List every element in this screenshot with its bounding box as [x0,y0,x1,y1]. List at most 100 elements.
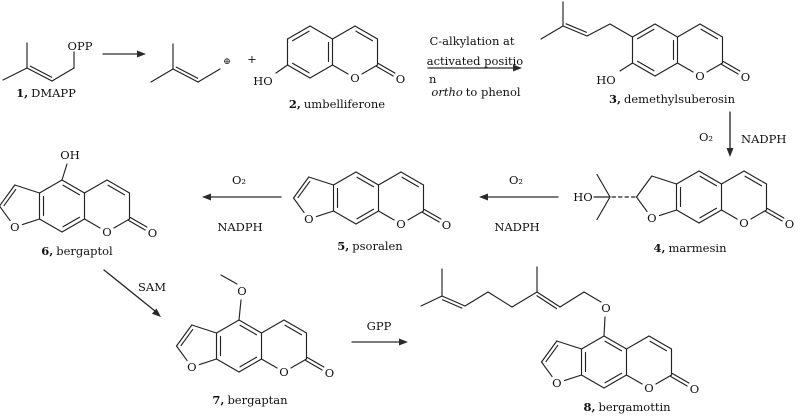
bond [743,170,768,185]
structure-bergamottin [420,266,690,389]
bond [750,209,768,220]
bond [699,175,718,187]
bond [722,60,741,72]
bond [636,60,655,72]
bond [654,23,679,38]
atom-label-o: O [102,225,111,239]
atom-labels: OPP ⊕ + HO O O HO O O HO O O O O O O OH … [10,39,794,396]
atom-label-o: O [187,360,196,374]
bond [197,68,221,83]
bond [376,65,394,77]
bond [540,340,558,363]
bond [720,209,738,220]
bond [83,179,108,194]
bond [377,210,395,221]
bond [331,25,356,40]
bond [699,207,718,219]
reagent-gpp: GPP [367,319,392,333]
bond [651,175,678,185]
bond [305,359,323,371]
bond [331,64,349,75]
bond [83,218,101,229]
atom-label-opp: OPP [68,39,93,53]
bond [239,356,258,368]
reaction-arrows [102,50,734,346]
bond [655,374,673,385]
bond [238,358,263,373]
bond [128,219,146,231]
bond [332,171,357,186]
bond [625,335,650,350]
bond [14,184,41,194]
compound-label-bergaptan: 7,bergaptan [212,393,288,407]
bond [423,208,442,220]
bond [676,23,701,38]
bond [315,210,335,218]
bond [654,62,679,77]
arrow-dmapp-to-cation [102,50,146,58]
reagent-o2: O₂ [232,173,246,187]
bond [21,218,41,226]
atom-label-o: O [690,382,699,396]
atom-label-o: O [442,218,451,232]
bond [536,291,561,308]
bond [635,196,648,213]
structure-dmapp [2,42,75,82]
bond [721,63,739,75]
bond [38,218,63,233]
bond [51,67,75,82]
arrow-sam [103,269,161,317]
bond [0,184,16,207]
bond [354,25,379,40]
reagent-alkylation-line3: n [429,72,437,86]
bond [309,25,334,40]
atom-label-o: O [741,70,750,84]
bond [511,291,538,308]
atom-label-ho: HO [573,190,592,204]
bond [220,274,238,285]
arrowhead-icon [479,193,488,201]
bond [671,372,690,384]
bond [239,324,258,336]
bond [766,207,785,219]
bond [283,319,308,334]
bond [62,184,81,196]
bond [698,209,723,224]
atom-label-ho: HO [596,73,615,87]
bond [238,299,242,321]
atom-label-o: O [396,217,405,231]
reagent-nadph: NADPH [741,132,786,146]
bond [649,340,668,352]
arrowhead-icon [137,50,146,58]
atom-label-o: O [739,216,748,230]
bond [545,344,559,363]
bond [631,23,656,38]
structure-prenyl-cation [150,43,221,83]
compound-label-psoralen: 5,psoralen [337,239,403,253]
bond [175,345,188,362]
bond [286,25,311,40]
arrow-gpp [351,338,408,346]
atom-label-o: O [304,212,313,226]
bond [420,295,443,307]
bond [603,335,628,350]
bond [3,188,17,207]
bond [291,30,310,42]
bond [556,340,583,350]
bond [286,64,311,79]
bond [609,23,634,38]
arrow-oxidation-down [726,111,734,157]
reagent-alkylation-line2: activated positio [427,54,524,68]
bond [106,179,131,194]
atom-label-o: O [237,284,246,298]
bond [487,291,513,308]
bond [38,179,63,194]
atom-label-o: O [785,217,794,231]
reagent-o2: O₂ [699,130,713,144]
arrowhead-icon [202,193,211,201]
bond [291,62,310,74]
bond [559,291,585,308]
bond [361,64,379,75]
bond [355,30,374,42]
